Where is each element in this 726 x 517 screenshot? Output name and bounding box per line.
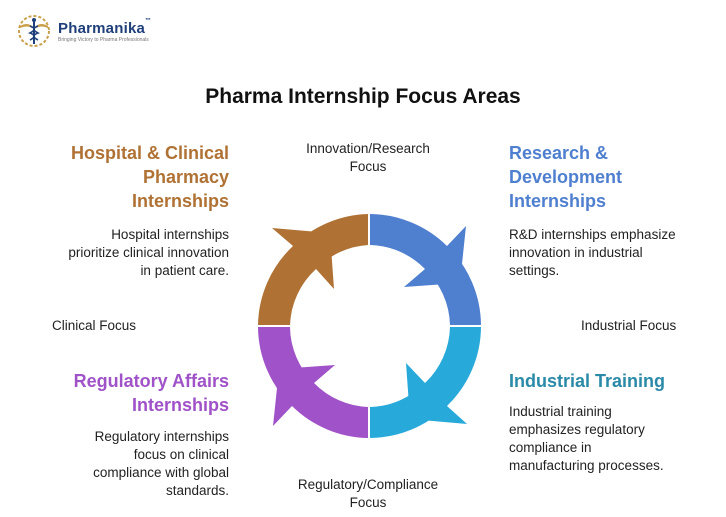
- logo-tagline: Bringing Victory to Pharma Professionals: [58, 37, 149, 43]
- description-hospital-clinical: Hospital internships prioritize clinical…: [68, 227, 229, 278]
- page-title: Pharma Internship Focus Areas: [205, 85, 521, 108]
- axis-label-top: Innovation/Research Focus: [306, 141, 430, 174]
- heading-industrial-training: Industrial Training: [509, 371, 666, 391]
- axis-label-right: Industrial Focus: [581, 318, 677, 333]
- description-regulatory-affairs: Regulatory internships focus on clinical…: [93, 429, 229, 498]
- axis-label-bottom: Regulatory/Compliance Focus: [297, 477, 439, 510]
- description-research-development: R&D internships emphasize innovation in …: [509, 227, 676, 278]
- caduceus-logo-icon: [18, 15, 50, 47]
- heading-hospital-clinical: Hospital & Clinical Pharmacy Internships: [70, 143, 229, 211]
- heading-research-development: Research & Development Internships: [509, 143, 623, 211]
- heading-regulatory-affairs: Regulatory Affairs Internships: [73, 371, 229, 415]
- logo-name: Pharmanika™: [58, 18, 152, 37]
- axis-label-left: Clinical Focus: [52, 318, 137, 333]
- description-industrial-training: Industrial training emphasizes regulator…: [509, 404, 664, 473]
